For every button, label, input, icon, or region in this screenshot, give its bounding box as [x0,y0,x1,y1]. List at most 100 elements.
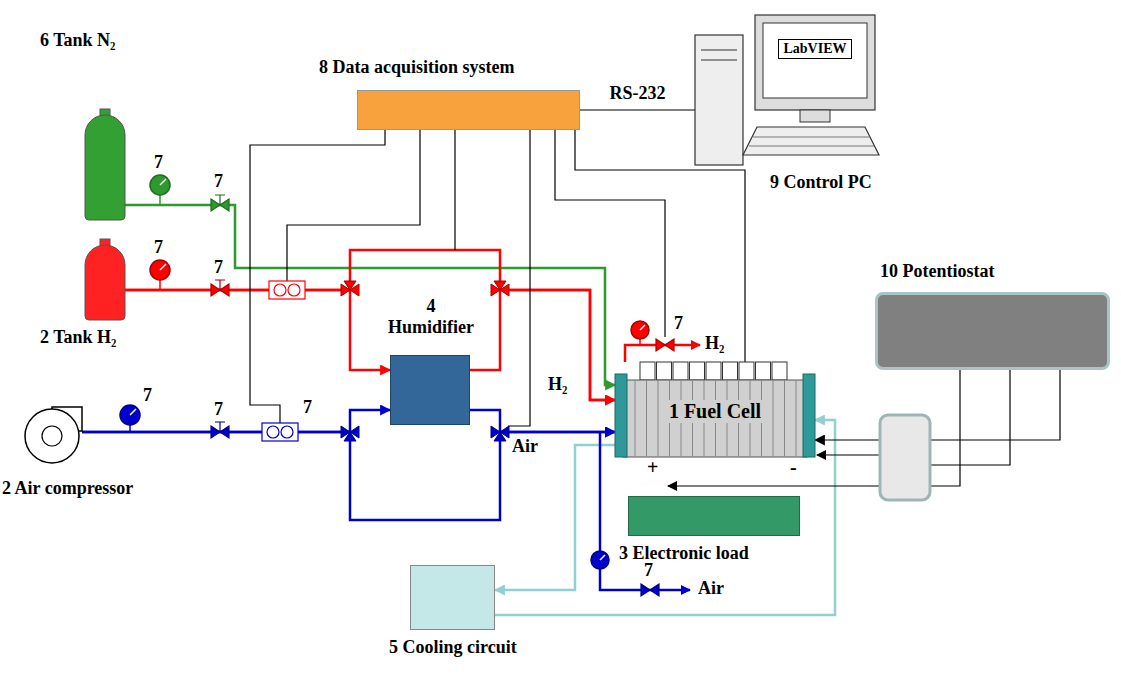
potentiostat-box: 10 Potentiostat [875,292,1110,370]
manual-valves [656,339,674,351]
shape-part [743,127,879,155]
shape-part [85,115,125,220]
computer-symbol-drawing [695,15,880,165]
callout-number: 7 [214,400,223,420]
potentiostat-wires [817,454,880,455]
shape-part [673,362,688,380]
gas-tank: 2 Tank H₂ [85,245,125,320]
polarity-sign: + [647,456,658,478]
potentiostat-wires [930,370,1010,465]
callout-number: 7 [303,398,312,418]
load-box: 3 Electronic load [628,496,800,536]
fuel-cell-stack: 1 Fuel Cell [615,362,815,457]
signal-wires [250,130,665,426]
daq-box: 8 Data acquisition system [357,90,580,130]
signal-wires [555,130,665,337]
connector [125,250,615,400]
shape-part [42,426,62,446]
signal-wires [250,130,385,423]
flowmeters [281,426,293,438]
shape-part [706,362,721,380]
shape-part [635,380,636,457]
pressure-gauges [160,264,166,270]
shape-part [657,362,672,380]
manual-valves [211,195,229,211]
connector [82,410,390,432]
pressure-gauges [129,425,131,432]
connector [125,290,390,370]
callout-number: 7 [214,172,223,192]
callout-number: 7 [674,314,683,334]
pressure-gauges [159,195,161,205]
computer-symbol: LabVIEW9 Control PC [695,15,880,165]
signal-wires [454,130,455,250]
connector [580,109,695,110]
shape-part [772,362,787,380]
flowmeters [262,423,298,441]
three-way-valves [341,426,359,441]
flowmeters [262,281,305,441]
shape-part [615,374,627,457]
flowmeters [274,284,286,296]
pressure-gauges [159,280,161,290]
node-heading: 2 Tank H₂ [40,327,116,348]
shape-part [701,50,737,51]
shape-part [85,245,125,320]
polarity-sign: - [790,456,797,478]
pressure-gauges [600,555,605,560]
fuel-cell-stack [615,362,815,457]
three-way-valves [341,281,359,296]
connector [495,445,615,590]
pressure-gauges [639,339,641,345]
shape-part [756,362,771,380]
flowmeters [288,284,300,296]
shape-part [773,380,774,457]
pressure-gauges [631,321,649,339]
gas-tank: 6 Tank N₂ [85,115,125,220]
shape-part [640,362,655,380]
shape-part [749,146,874,147]
humidifier-box: 4 Humidifier [390,355,470,425]
connector [815,370,1060,440]
flowmeters [267,426,279,438]
connector [470,410,615,432]
gas-tank [85,109,125,220]
cooling-box: 5 Cooling circuit [410,565,495,630]
connector [125,205,615,385]
signal-wires [508,130,530,426]
three-way-valves [341,281,509,441]
node-heading: 4 Humidifier [388,296,474,337]
air-compressor-drawing [22,404,82,464]
shape-part [753,137,870,138]
signal-wires [287,130,420,281]
shape-part [623,380,807,457]
callout-number: 7 [154,153,163,173]
shape-part [695,35,743,165]
pressure-gauges [130,409,136,415]
gas-label: H₂ [705,334,724,354]
manual-valves [211,195,674,596]
pressure-gauges [150,260,170,280]
pressure-gauges [120,175,649,569]
interface-box [880,415,930,500]
gas-tank [85,239,125,320]
shape-part [723,362,738,380]
shape-part [800,110,830,122]
gas-tank-drawing [85,245,125,320]
connector [82,432,615,520]
shape-part [701,60,737,61]
node-heading: 6 Tank N₂ [40,30,115,51]
potentiostat-wires [930,370,960,486]
node-heading: 5 Cooling circuit [389,637,517,658]
node-heading: 8 Data acquisition system [319,57,515,78]
pressure-gauges [160,179,166,185]
edge-label: RS-232 [607,84,667,104]
callout-number: 7 [143,386,152,406]
node-heading: 3 Electronic load [619,543,749,564]
shape-part [690,362,705,380]
callout-number: 7 [154,238,163,258]
screen-text: LabVIEW [778,39,851,59]
callout-number: 7 [644,561,653,581]
